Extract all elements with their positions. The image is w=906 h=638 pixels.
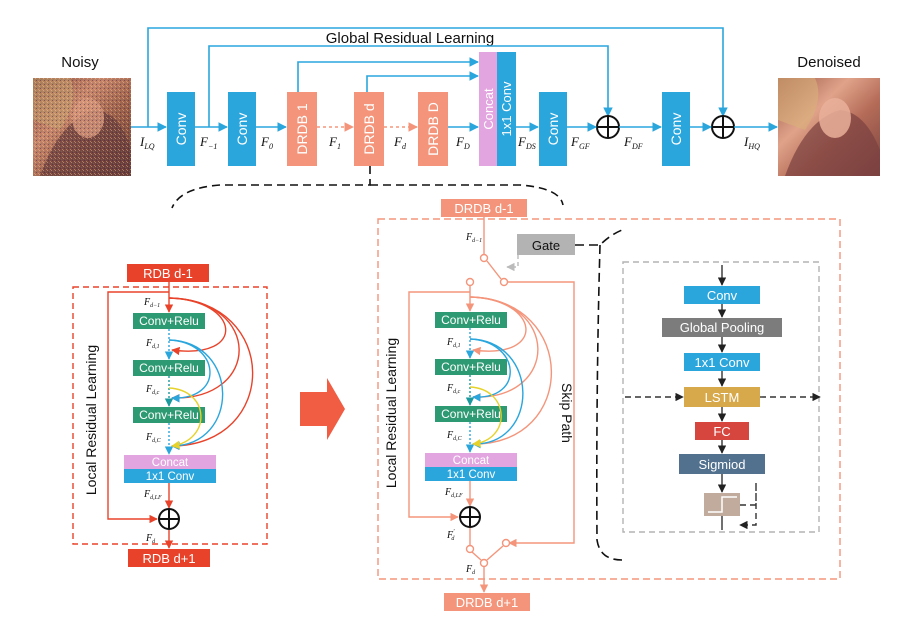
- gate-global-pooling: Global Pooling: [680, 320, 765, 335]
- svg-text:Conv: Conv: [668, 113, 684, 146]
- svg-text:IHQ: IHQ: [743, 134, 760, 151]
- svg-text:FGF: FGF: [570, 134, 590, 151]
- top-conv-1: Conv: [167, 92, 195, 166]
- svg-text:FD: FD: [455, 134, 470, 151]
- svg-text:Concat: Concat: [481, 88, 496, 130]
- svg-text:F0: F0: [260, 134, 273, 151]
- top-sum-node-1: [596, 115, 620, 139]
- svg-text:Conv+Relu: Conv+Relu: [139, 361, 199, 375]
- svg-text:Conv: Conv: [545, 113, 561, 146]
- svg-text:Concat: Concat: [453, 455, 490, 467]
- rdb-side-label: Local Residual Learning: [83, 345, 99, 495]
- drdb-side-label: Local Residual Learning: [383, 338, 399, 488]
- svg-text:DRDB D: DRDB D: [425, 102, 441, 156]
- svg-text:Conv+Relu: Conv+Relu: [441, 407, 501, 421]
- drdb-D-block: DRDB D: [418, 92, 448, 166]
- svg-text:Fd,c: Fd,c: [145, 384, 160, 396]
- svg-text:Conv+Relu: Conv+Relu: [139, 408, 199, 422]
- gate-fc: FC: [713, 424, 730, 439]
- global-residual-title: Global Residual Learning: [326, 30, 494, 47]
- top-conv-4: Conv: [662, 92, 690, 166]
- gate-label: Gate: [532, 238, 560, 253]
- gate-zoom-connector: [575, 229, 623, 561]
- rdb-input-label: RDB d-1: [143, 266, 193, 281]
- svg-text:ILQ: ILQ: [139, 134, 155, 151]
- drdb-1-block: DRDB 1: [287, 92, 317, 166]
- svg-text:Fd: Fd: [465, 564, 476, 576]
- rdb-module: RDB d-1 RDB d+1 Local Residual Learning …: [72, 264, 268, 567]
- svg-text:Fd,1: Fd,1: [145, 338, 160, 350]
- top-sum-node-2: [711, 115, 735, 139]
- svg-text:F'd: F'd: [446, 529, 455, 542]
- gate-sigmoid: Sigmiod: [699, 457, 746, 472]
- svg-text:Fd,C: Fd,C: [446, 430, 463, 442]
- svg-text:FDS: FDS: [517, 134, 536, 151]
- svg-text:Concat: Concat: [152, 457, 189, 469]
- gate-conv: Conv: [707, 288, 738, 303]
- svg-text:Fd−1: Fd−1: [465, 232, 482, 244]
- svg-text:1x1 Conv: 1x1 Conv: [499, 81, 514, 136]
- rdb-output-label: RDB d+1: [142, 551, 195, 566]
- drdb-output-label: DRDB d+1: [456, 595, 519, 610]
- top-conv-3: Conv: [539, 92, 567, 166]
- top-symbols: ILQ F−1 F0 F1 Fd FD FDS FGF FDF IHQ: [139, 134, 760, 151]
- svg-text:Fd,1: Fd,1: [446, 337, 461, 349]
- svg-text:1x1 Conv: 1x1 Conv: [447, 469, 496, 481]
- svg-text:Conv+Relu: Conv+Relu: [441, 360, 501, 374]
- svg-text:1x1 Conv: 1x1 Conv: [146, 471, 195, 483]
- svg-text:Fd,LF: Fd,LF: [444, 487, 463, 499]
- zoom-connectors: [171, 166, 564, 209]
- denoised-label: Denoised: [797, 54, 860, 71]
- svg-text:Conv: Conv: [234, 113, 250, 146]
- gate-lstm: LSTM: [705, 390, 740, 405]
- svg-text:F−1: F−1: [199, 134, 217, 151]
- drdb-d-block: DRDB d: [354, 92, 384, 166]
- gate-conv1x1: 1x1 Conv: [695, 355, 750, 370]
- svg-text:FDF: FDF: [623, 134, 643, 151]
- svg-text:Conv+Relu: Conv+Relu: [139, 314, 199, 328]
- denoised-image: [778, 78, 880, 176]
- svg-text:Fd−1: Fd−1: [143, 297, 160, 309]
- noisy-image: [33, 78, 131, 176]
- gate-module: Conv Global Pooling 1x1 Conv LSTM FC Sig…: [622, 261, 821, 533]
- svg-text:DRDB 1: DRDB 1: [294, 103, 310, 155]
- transition-arrow: [300, 378, 345, 440]
- svg-text:Fd,LF: Fd,LF: [143, 489, 162, 501]
- svg-text:DRDB d: DRDB d: [361, 103, 377, 154]
- noisy-label: Noisy: [61, 54, 99, 71]
- skip-path-label: Skip Path: [559, 383, 575, 443]
- top-concat-block: Concat: [479, 52, 497, 166]
- drdb-input-label: DRDB d-1: [454, 201, 513, 216]
- svg-text:Conv: Conv: [173, 113, 189, 146]
- top-conv1x1-block: 1x1 Conv: [497, 52, 516, 166]
- svg-text:Fd,c: Fd,c: [446, 383, 461, 395]
- svg-text:F1: F1: [328, 134, 341, 151]
- svg-text:Fd,C: Fd,C: [145, 432, 162, 444]
- top-conv-2: Conv: [228, 92, 256, 166]
- global-skip-lines: [147, 27, 728, 127]
- drdb-module: DRDB d-1 DRDB d+1 Gate Local Residual Le…: [377, 199, 841, 611]
- step-function-icon: [704, 493, 740, 516]
- svg-text:Fd: Fd: [393, 134, 407, 151]
- svg-text:Conv+Relu: Conv+Relu: [441, 313, 501, 327]
- svg-text:Fd: Fd: [145, 533, 156, 545]
